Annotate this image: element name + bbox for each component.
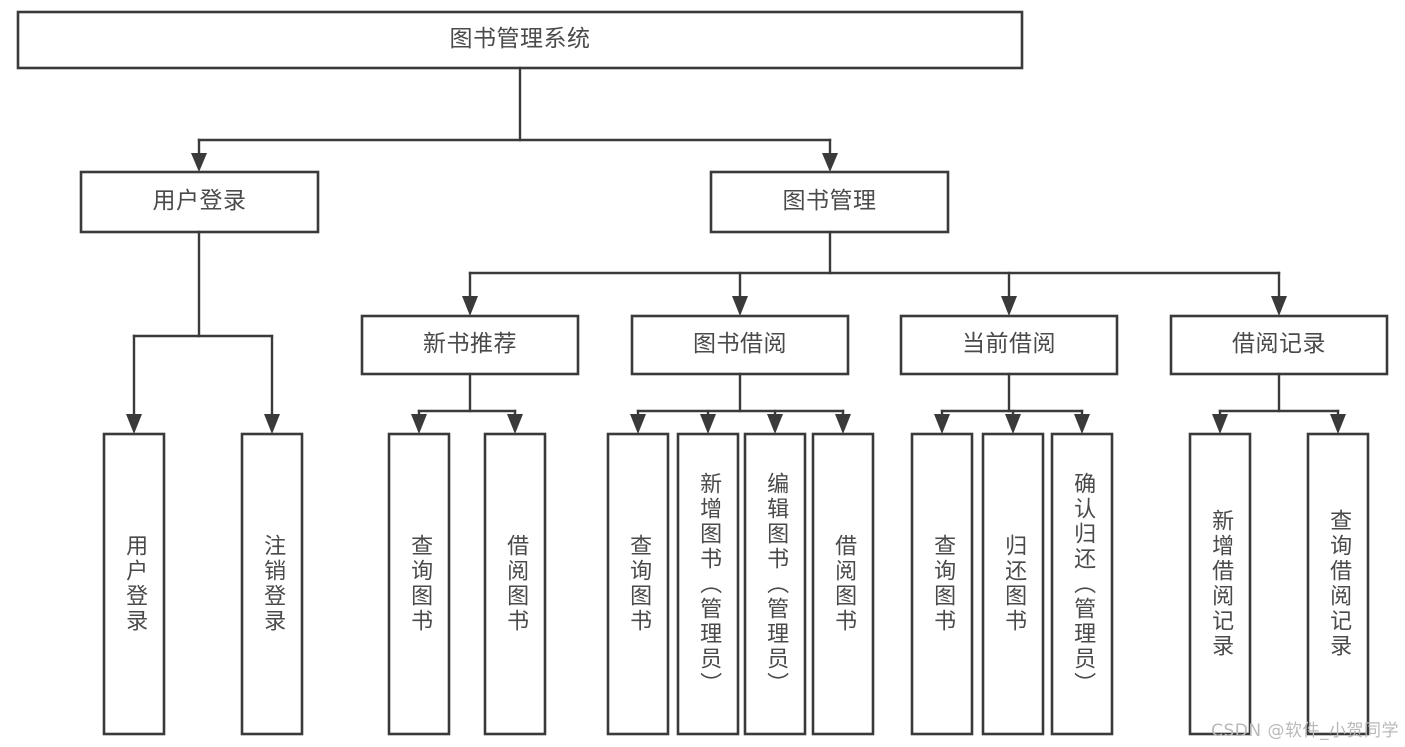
arrow-head-icon [1074,414,1090,434]
node-box-leaf-confirm-return[interactable] [1050,432,1114,736]
arrow-head-icon [822,153,838,172]
arrow-head-icon [767,414,783,434]
arrow-head-icon [934,414,950,434]
node-box-leaf-borrow-book-2[interactable] [811,432,875,736]
arrow-head-icon [126,414,142,434]
node-box-book-manage[interactable] [709,170,950,234]
arrow-head-icon [1005,414,1021,434]
watermark-text: CSDN @软件_小贺同学 [1211,721,1399,741]
node-box-book-borrow[interactable] [630,314,850,376]
node-box-leaf-query-book-1[interactable] [387,432,451,736]
connector-book-manage-to-level3 [462,230,1287,316]
node-box-leaf-return-book[interactable] [981,432,1045,736]
node-box-leaf-add-book[interactable] [676,432,740,736]
arrow-head-icon [630,414,646,434]
node-box-user-login[interactable] [79,170,320,234]
arrow-head-icon [411,414,427,434]
arrow-head-icon [507,414,523,434]
arrow-head-icon [1271,296,1287,316]
node-box-leaf-add-record[interactable] [1188,432,1252,736]
node-box-current-borrow[interactable] [899,314,1119,376]
node-box-leaf-query-book-2[interactable] [606,432,670,736]
node-box-borrow-record[interactable] [1169,314,1389,376]
node-box-leaf-edit-book[interactable] [743,432,807,736]
connector-current-borrow-to-leaves [934,372,1090,434]
arrow-head-icon [835,414,851,434]
arrow-head-icon [1330,414,1346,434]
node-box-root[interactable] [16,10,1024,70]
node-box-leaf-user-login[interactable] [102,432,166,736]
node-box-leaf-borrow-book-1[interactable] [483,432,547,736]
connector-borrow-record-to-leaves [1212,372,1346,434]
arrow-head-icon [264,414,280,434]
node-box-leaf-user-logout[interactable] [240,432,304,736]
connector-user-login-to-leaves [126,230,280,434]
arrow-head-icon [462,296,478,316]
node-box-leaf-query-book-3[interactable] [910,432,974,736]
arrow-head-icon [732,296,748,316]
connector-book-borrow-to-leaves [630,372,851,434]
arrow-head-icon [1212,414,1228,434]
arrow-head-icon [191,153,207,172]
connector-new-book-recommend-to-leaves [411,372,523,434]
connector-root-to-level2 [191,66,838,172]
node-box-new-book-recommend[interactable] [360,314,580,376]
arrow-head-icon [700,414,716,434]
node-box-leaf-query-record[interactable] [1306,432,1370,736]
arrow-head-icon [1001,296,1017,316]
